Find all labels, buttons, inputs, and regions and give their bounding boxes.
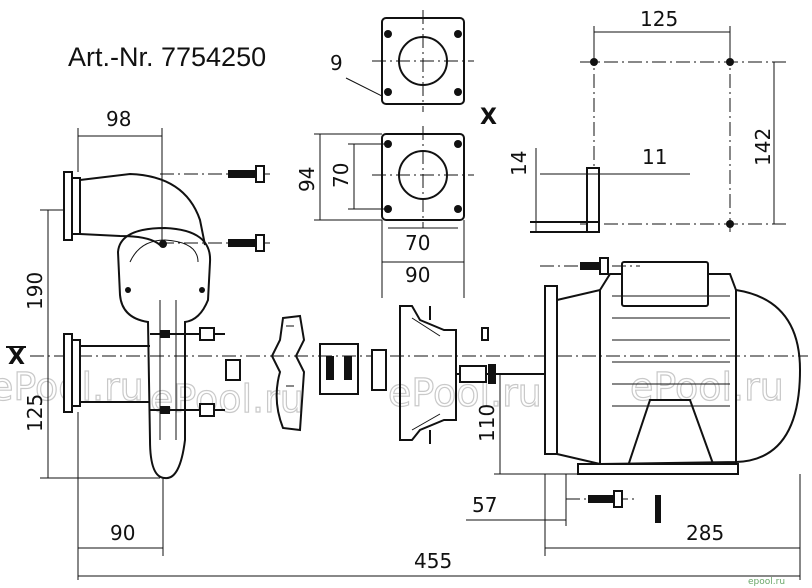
dimension-142: 142 [751, 128, 775, 166]
flange-view [372, 126, 474, 228]
dimension-70-vertical: 70 [329, 163, 353, 188]
impeller [270, 314, 306, 432]
anchor-bolt [655, 495, 661, 523]
key [481, 327, 489, 341]
dimension-9: 9 [330, 51, 343, 75]
foot-bolt [540, 257, 640, 275]
casing-stud [150, 327, 225, 341]
flange-view [372, 10, 474, 112]
dimension-11: 11 [642, 145, 667, 169]
dimension-285: 285 [686, 521, 724, 545]
watermark-text: ePool.ru [630, 365, 784, 409]
dimension-90-bottom: 90 [110, 521, 135, 545]
electric-motor [456, 261, 802, 475]
dimension-94: 94 [295, 167, 319, 192]
dimension-98: 98 [106, 107, 131, 131]
dimension-70-horizontal: 70 [405, 231, 430, 255]
seal-plate [399, 305, 457, 444]
fixing-bolt [160, 165, 270, 183]
casing-stud [150, 403, 225, 417]
dimension-90-flange: 90 [405, 263, 430, 287]
dimension-455: 455 [414, 549, 452, 573]
dimension-57: 57 [472, 493, 497, 517]
dimension-125-top: 125 [640, 7, 678, 31]
dimension-125-left: 125 [23, 394, 47, 432]
watermark-corner: epool.ru [748, 577, 785, 587]
dimension-190: 190 [23, 272, 47, 310]
foot-bolt [566, 490, 634, 508]
article-number-title: Art.-Nr. 7754250 [68, 42, 266, 72]
mechanical-seal [319, 343, 387, 395]
axis-label-x-left: X [8, 345, 25, 370]
watermark-text: ePool.ru [150, 377, 304, 421]
axis-label-x-top: X [480, 105, 497, 130]
pump-casing [63, 171, 241, 480]
plug [225, 359, 241, 381]
fixing-bolt [160, 234, 270, 252]
dimension-14: 14 [507, 151, 531, 176]
dimension-110: 110 [475, 404, 499, 442]
